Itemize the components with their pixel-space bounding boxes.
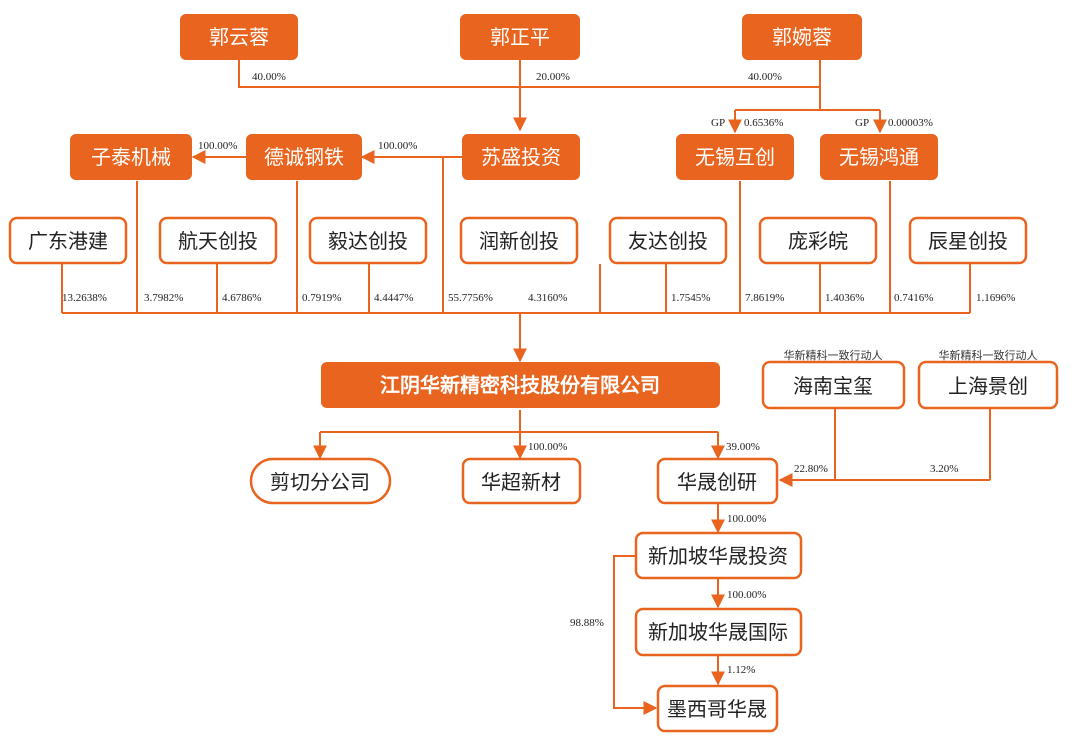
pct-wanrong-susheng: 40.00% [748, 71, 782, 83]
pct-hongtong: 0.7416% [894, 292, 933, 304]
node-mexico[interactable]: 墨西哥华晟 [656, 684, 779, 733]
pct-pang: 1.4036% [825, 292, 864, 304]
node-chenxing[interactable]: 辰星创投 [908, 216, 1028, 265]
node-wuxi-huchuang[interactable]: 无锡互创 [676, 134, 794, 180]
pct-yunrong-susheng: 40.00% [252, 71, 286, 83]
node-mexico-label: 墨西哥华晟 [667, 697, 767, 721]
pct-sgintl-mexico: 1.12% [727, 664, 755, 676]
node-yida[interactable]: 毅达创投 [308, 216, 428, 265]
node-yida-label: 毅达创投 [328, 229, 408, 253]
node-hainan-label: 海南宝玺 [793, 374, 873, 398]
node-jianqie[interactable]: 剪切分公司 [249, 457, 392, 505]
pct-decheng-zitai: 100.00% [198, 140, 237, 152]
pct-susheng-decheng: 100.00% [378, 140, 417, 152]
node-wuxi-huchuang-label: 无锡互创 [695, 145, 775, 169]
node-guangdong[interactable]: 广东港建 [8, 216, 128, 265]
node-shanghai-label: 上海景创 [948, 374, 1028, 398]
node-hangtian-label: 航天创投 [178, 229, 258, 253]
pct-youda: 1.7545% [671, 292, 710, 304]
pct-huachao: 100.00% [528, 441, 567, 453]
node-huasheng-label: 华晟创研 [677, 470, 757, 494]
node-decheng-label: 德诚钢铁 [264, 145, 344, 169]
node-runxin[interactable]: 润新创投 [459, 216, 579, 265]
node-company[interactable]: 江阴华新精密科技股份有限公司 [321, 362, 720, 408]
pct-chenxing: 1.1696% [976, 292, 1015, 304]
node-guo-zhengping-label: 郭正平 [490, 25, 550, 49]
pct-yida: 4.4447% [374, 292, 413, 304]
node-pang-label: 庞彩皖 [788, 229, 848, 253]
node-sg-intl[interactable]: 新加坡华晟国际 [634, 607, 803, 657]
pct-sginvest-mexico: 98.88% [570, 617, 604, 629]
filled-nodes: 郭云蓉 郭正平 郭婉蓉 子泰机械 德诚钢铁 苏盛投资 无锡互创 无锡鸿通 [70, 14, 938, 408]
pct-shanghai-huasheng: 3.20% [930, 463, 958, 475]
pct-gp-huchuang: GP [711, 117, 725, 129]
node-susheng[interactable]: 苏盛投资 [462, 134, 580, 180]
pct-wanrong-hongtong: 0.00003% [888, 117, 933, 129]
node-huasheng[interactable]: 华晟创研 [656, 457, 779, 505]
node-zitai-label: 子泰机械 [91, 145, 171, 169]
pct-huasheng: 39.00% [726, 441, 760, 453]
node-chenxing-label: 辰星创投 [928, 229, 1008, 253]
node-sg-intl-label: 新加坡华晟国际 [648, 620, 788, 644]
pct-guangdong: 13.2638% [62, 292, 107, 304]
pct-decheng: 0.7919% [302, 292, 341, 304]
node-guo-wanrong-label: 郭婉蓉 [772, 25, 832, 49]
node-zitai[interactable]: 子泰机械 [70, 134, 192, 180]
node-hangtian[interactable]: 航天创投 [158, 216, 278, 265]
node-jianqie-label: 剪切分公司 [270, 470, 370, 494]
pct-gp-hongtong: GP [855, 117, 869, 129]
pct-hainan-huasheng: 22.80% [794, 463, 828, 475]
pct-zhengping-susheng: 20.00% [536, 71, 570, 83]
node-guo-yunrong[interactable]: 郭云蓉 [180, 14, 298, 60]
pct-runxin: 4.3160% [528, 292, 567, 304]
node-sg-invest[interactable]: 新加坡华晟投资 [634, 531, 803, 580]
node-huachao[interactable]: 华超新材 [461, 457, 582, 505]
node-guangdong-label: 广东港建 [28, 229, 108, 253]
pct-sginvest-sgintl: 100.00% [727, 589, 766, 601]
node-decheng[interactable]: 德诚钢铁 [246, 134, 362, 180]
shanghai-note: 华新精科一致行动人 [939, 348, 1038, 362]
node-huachao-label: 华超新材 [481, 470, 561, 494]
pct-huchuang: 7.8619% [745, 292, 784, 304]
pct-huasheng-sginvest: 100.00% [727, 513, 766, 525]
node-hainan[interactable]: 海南宝玺 [761, 360, 906, 410]
pct-hangtian: 4.6786% [222, 292, 261, 304]
node-guo-wanrong[interactable]: 郭婉蓉 [742, 14, 862, 60]
node-guo-yunrong-label: 郭云蓉 [209, 25, 269, 49]
outlined-nodes: 广东港建 航天创投 毅达创投 润新创投 友达创投 庞彩皖 辰星创投 海南宝玺 [8, 216, 1059, 733]
node-guo-zhengping[interactable]: 郭正平 [460, 14, 580, 60]
pct-zitai: 3.7982% [144, 292, 183, 304]
pct-susheng: 55.7756% [448, 292, 493, 304]
hainan-note: 华新精科一致行动人 [784, 348, 883, 362]
node-runxin-label: 润新创投 [479, 229, 559, 253]
node-shanghai[interactable]: 上海景创 [917, 360, 1059, 410]
node-youda-label: 友达创投 [628, 229, 708, 253]
node-sg-invest-label: 新加坡华晟投资 [648, 544, 788, 568]
node-wuxi-hongtong-label: 无锡鸿通 [839, 145, 919, 169]
connector-lines [61, 60, 991, 715]
node-pang[interactable]: 庞彩皖 [758, 216, 878, 265]
node-company-label: 江阴华新精密科技股份有限公司 [380, 373, 660, 397]
node-youda[interactable]: 友达创投 [608, 216, 728, 265]
node-wuxi-hongtong[interactable]: 无锡鸿通 [820, 134, 938, 180]
node-susheng-label: 苏盛投资 [481, 145, 561, 169]
pct-wanrong-huchuang: 0.6536% [744, 117, 783, 129]
percentage-labels: 40.00% 20.00% 40.00% GP 0.6536% GP 0.000… [62, 71, 1015, 676]
